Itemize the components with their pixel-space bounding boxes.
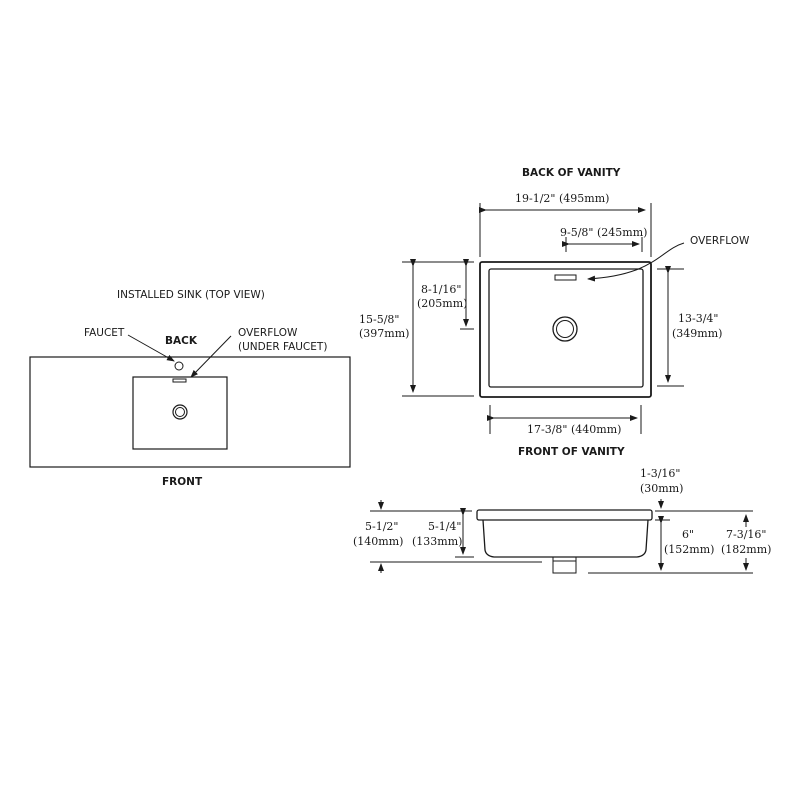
overall-height-in: 7-3/16" [726, 528, 767, 541]
rim-mm: (30mm) [640, 482, 684, 495]
overall-depth-in: 15-5/8" [359, 313, 400, 326]
overflow-sublabel: (UNDER FAUCET) [238, 341, 328, 353]
bowl-height-right-mm: (152mm) [664, 543, 715, 556]
top-view-title: INSTALLED SINK (TOP VIEW) [117, 289, 265, 301]
drain-depth-mm: (205mm) [417, 297, 468, 310]
total-height-left-in: 5-1/2" [365, 520, 399, 533]
faucet-label: FAUCET [84, 327, 125, 339]
overall-height-mm: (182mm) [721, 543, 772, 556]
sink-plan-view [402, 203, 685, 434]
rim-in: 1-3/16" [640, 467, 681, 480]
back-of-vanity-title: BACK OF VANITY [522, 167, 621, 179]
overall-width-dim: 19-1/2" (495mm) [515, 192, 610, 205]
plan-overflow-label: OVERFLOW [690, 235, 750, 247]
inner-depth-in: 13-3/4" [678, 312, 719, 325]
drain-depth-in: 8-1/16" [421, 283, 462, 296]
front-of-vanity-title: FRONT OF VANITY [518, 446, 625, 458]
inner-width-dim: 17-3/8" (440mm) [527, 423, 622, 436]
bowl-height-right-in: 6" [682, 528, 695, 541]
drain-offset-dim: 9-5/8" (245mm) [560, 226, 648, 239]
inner-depth-mm: (349mm) [672, 327, 723, 340]
bowl-depth-mm: (133mm) [412, 535, 463, 548]
overall-depth-mm: (397mm) [359, 327, 410, 340]
overflow-label: OVERFLOW [238, 327, 298, 339]
countertop-top-view [29, 334, 351, 468]
front-label: FRONT [162, 476, 203, 488]
sink-front-view [370, 499, 753, 574]
bowl-depth-in: 5-1/4" [428, 520, 462, 533]
back-label: BACK [165, 335, 197, 347]
total-height-left-mm: (140mm) [353, 535, 404, 548]
